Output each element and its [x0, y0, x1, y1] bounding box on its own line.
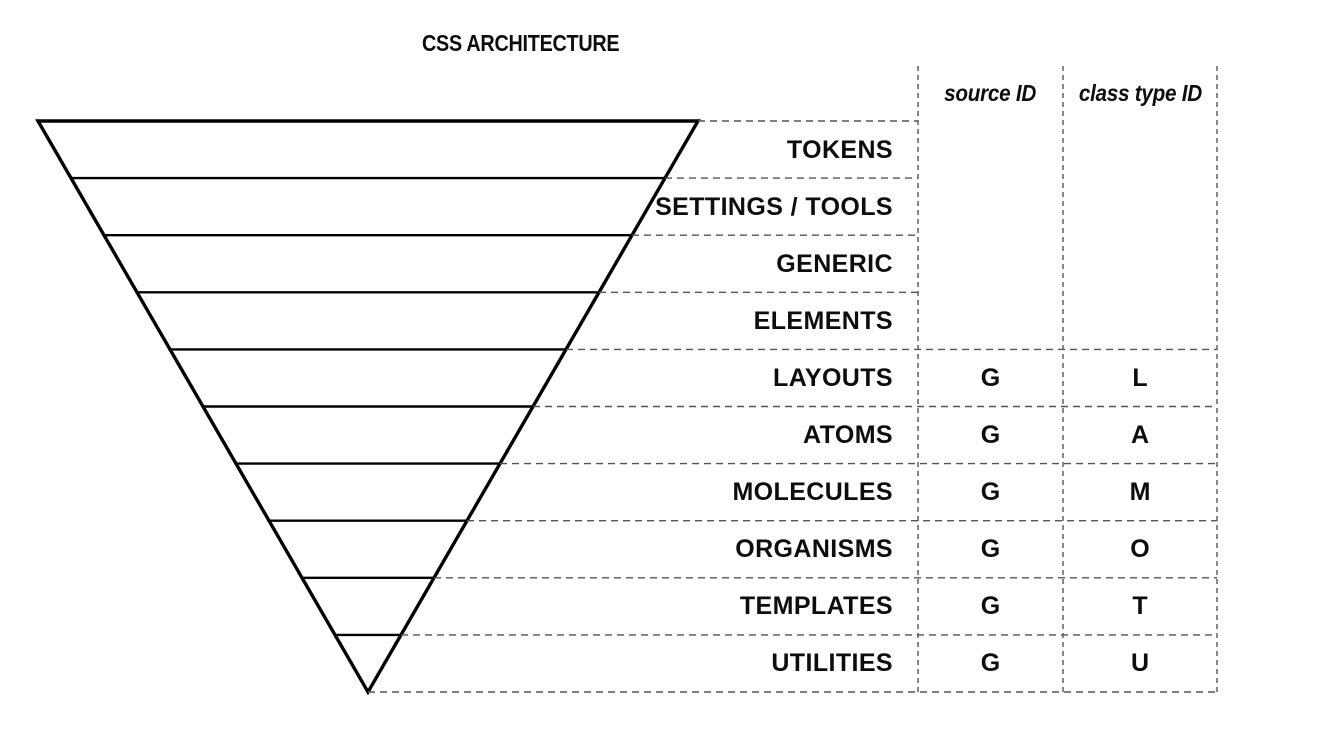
class-type-id-value: M — [1129, 478, 1151, 507]
layer-label: ELEMENTS — [753, 306, 893, 335]
class-type-id-value: O — [1130, 535, 1150, 564]
source-id-value: G — [980, 421, 1001, 450]
funnel-row: MOLECULES G M — [0, 464, 1337, 521]
funnel-row: UTILITIES G U — [0, 635, 1337, 692]
layer-label: UTILITIES — [771, 649, 893, 678]
layer-label: SETTINGS / TOOLS — [655, 192, 893, 221]
funnel-row: GENERIC — [0, 235, 1337, 292]
source-id-value: G — [980, 478, 1001, 507]
source-id-value: G — [980, 535, 1001, 564]
funnel-row: TEMPLATES G T — [0, 578, 1337, 635]
layer-label: TOKENS — [786, 135, 893, 164]
source-id-value: G — [980, 364, 1001, 393]
column-header-source-id: source ID — [944, 80, 1037, 106]
layer-label: TEMPLATES — [739, 592, 893, 621]
layer-label: GENERIC — [776, 249, 893, 278]
funnel-row: ORGANISMS G O — [0, 521, 1337, 578]
funnel-row: ATOMS G A — [0, 407, 1337, 464]
page-title-text: CSS ARCHITECTURE — [422, 30, 620, 56]
column-header-class-type-id: class type ID — [1078, 80, 1202, 106]
class-type-id-value: L — [1132, 364, 1148, 393]
class-type-id-value: U — [1130, 649, 1150, 678]
funnel-row: TOKENS — [0, 121, 1337, 178]
funnel-row: LAYOUTS G L — [0, 349, 1337, 406]
layer-label: MOLECULES — [732, 478, 893, 507]
class-type-id-value: A — [1130, 421, 1150, 450]
page-title: CSS ARCHITECTURE — [422, 30, 651, 57]
source-id-value: G — [980, 649, 1001, 678]
funnel-row: SETTINGS / TOOLS — [0, 178, 1337, 235]
source-id-value: G — [980, 592, 1001, 621]
layer-label: ATOMS — [803, 421, 893, 450]
layer-label: LAYOUTS — [773, 364, 893, 393]
layer-label: ORGANISMS — [735, 535, 893, 564]
class-type-id-value: T — [1132, 592, 1148, 621]
funnel-row: ELEMENTS — [0, 292, 1337, 349]
